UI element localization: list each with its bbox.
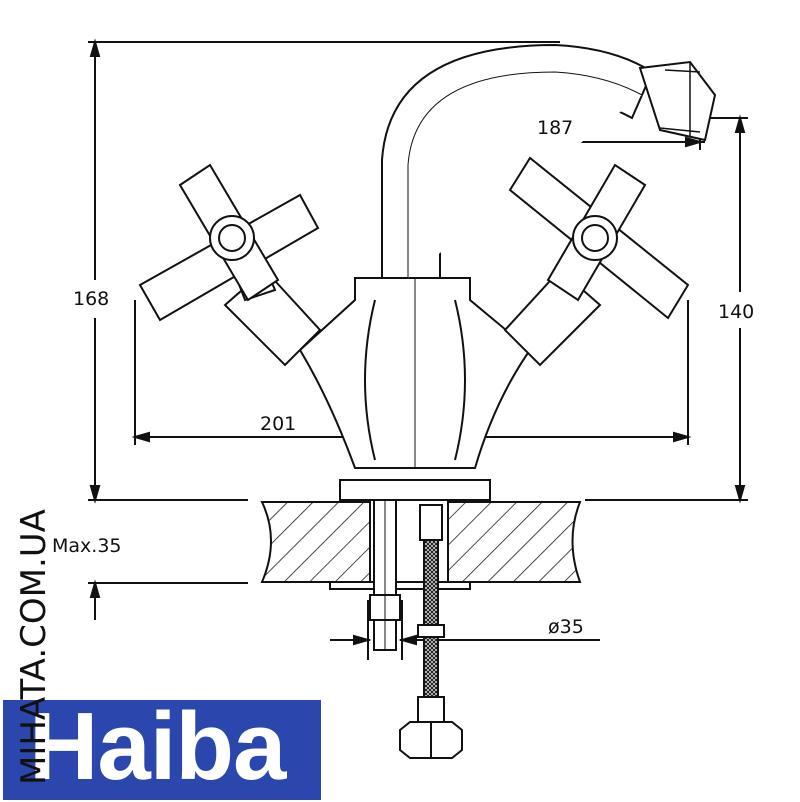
- dimension-max35: [88, 470, 248, 620]
- watermark: MIHATA.COM.UA: [14, 509, 54, 785]
- haiba-logo: Haiba: [3, 693, 321, 800]
- right-handle: [503, 156, 690, 367]
- dim-label-diameter35: ø35: [548, 616, 584, 638]
- dim-label-187: 187: [537, 117, 573, 139]
- countertop-section: [260, 501, 582, 590]
- spout: [381, 43, 717, 279]
- logo-text: Haiba: [29, 693, 286, 800]
- dim-label-201: 201: [260, 413, 296, 435]
- faucet-body: [298, 277, 532, 501]
- mounting-stud: [369, 499, 401, 651]
- left-handle: [138, 163, 322, 367]
- supply-hose: [399, 504, 463, 759]
- dim-label-168: 168: [73, 288, 109, 310]
- dim-label-140: 140: [718, 301, 754, 323]
- dim-label-max35: Max.35: [52, 535, 122, 557]
